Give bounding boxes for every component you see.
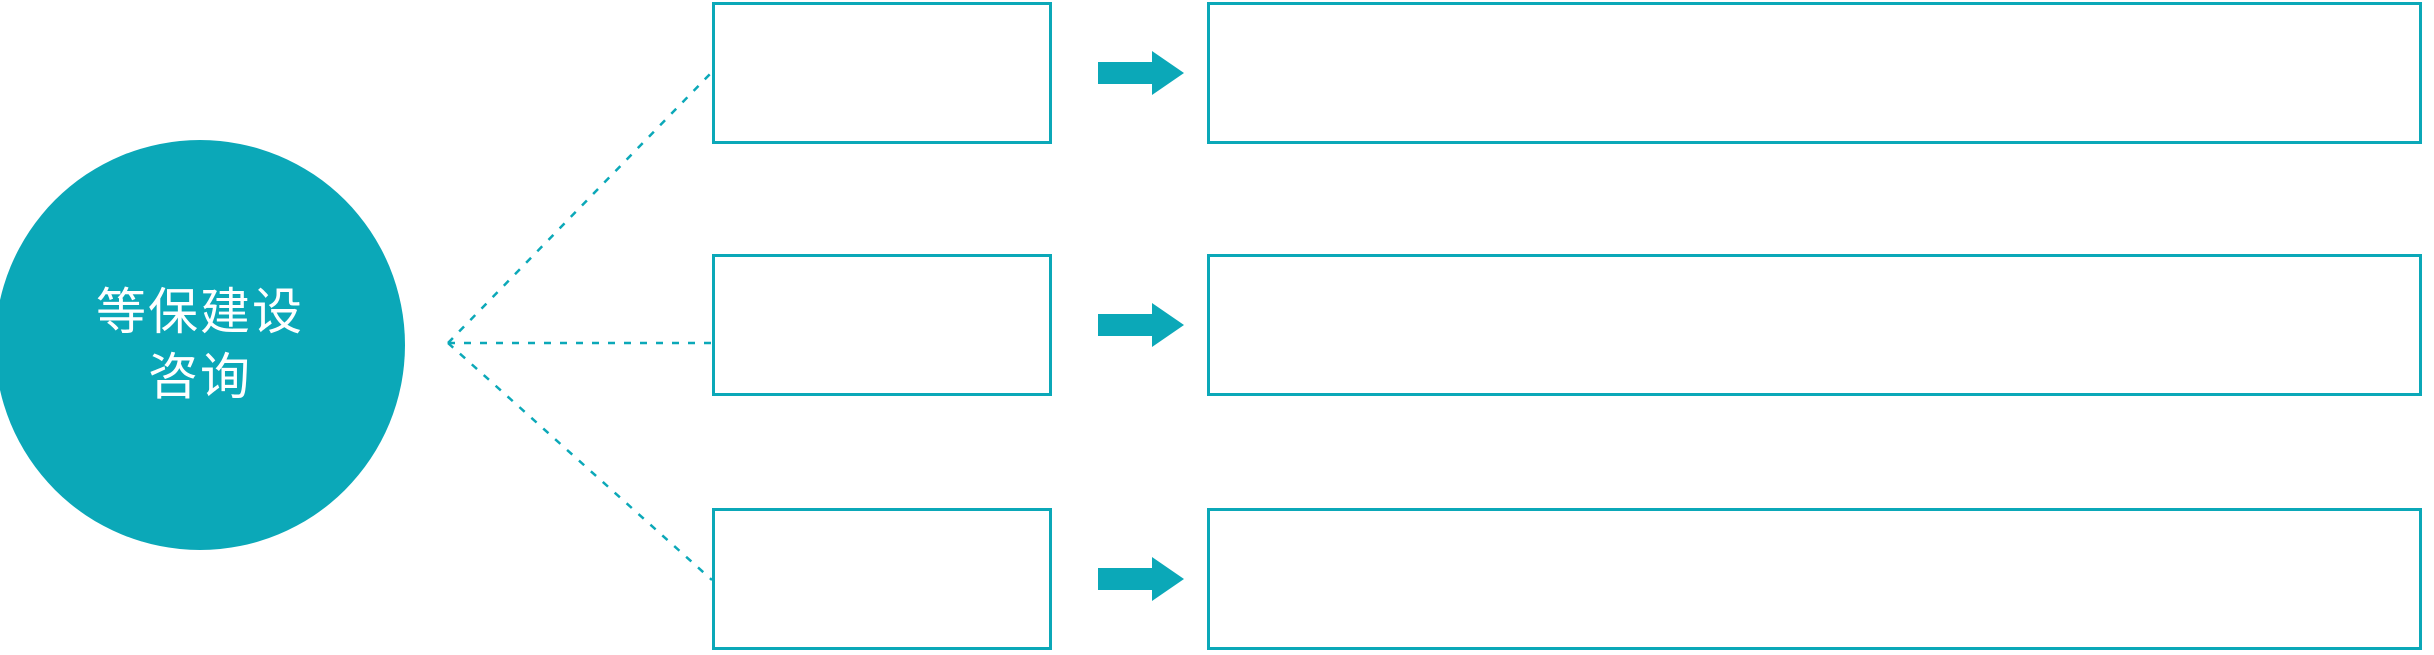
- arrow-right-icon-1: [1098, 51, 1184, 95]
- detail-box-1[interactable]: [1207, 2, 2422, 144]
- process-row: [0, 2, 2434, 144]
- stage-box-1[interactable]: [712, 2, 1052, 144]
- stage-box-2[interactable]: [712, 254, 1052, 396]
- hub-title-line-2: 咨询: [148, 349, 252, 405]
- hub-circle[interactable]: 等保建设 咨询: [0, 140, 405, 550]
- arrow-right-icon-2: [1098, 303, 1184, 347]
- arrow-right-icon-3: [1098, 557, 1184, 601]
- stage-box-3[interactable]: [712, 508, 1052, 650]
- detail-box-2[interactable]: [1207, 254, 2422, 396]
- detail-box-3[interactable]: [1207, 508, 2422, 650]
- hub-title-line-1: 等保建设: [96, 284, 304, 340]
- process-row: [0, 508, 2434, 650]
- process-row: [0, 254, 2434, 396]
